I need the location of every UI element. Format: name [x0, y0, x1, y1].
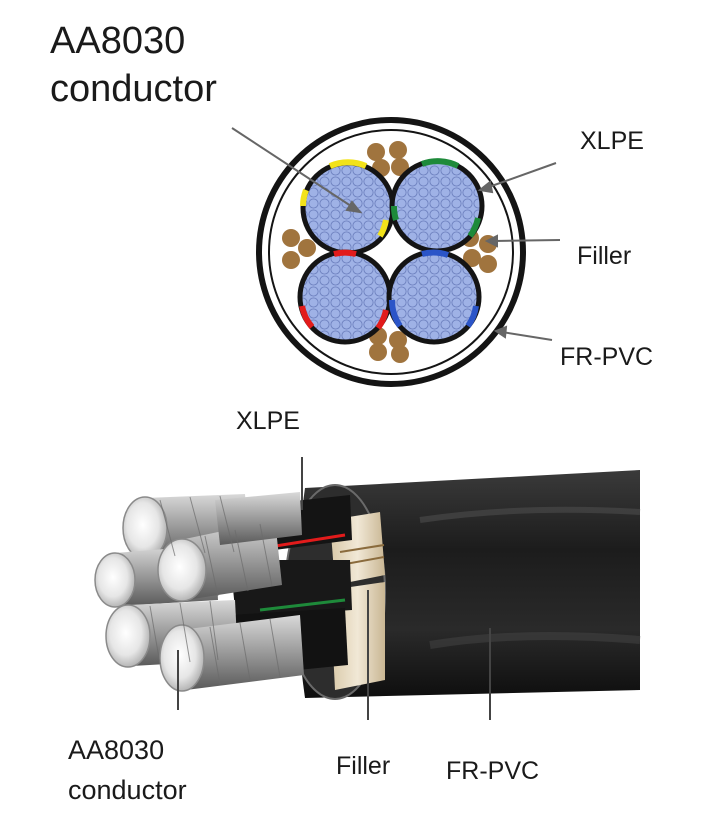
cable-photo	[94, 457, 641, 720]
aluminium-conductors	[94, 492, 304, 692]
bottom-filler-label: Filler	[336, 752, 391, 780]
top-filler-label: Filler	[577, 242, 632, 270]
bottom-conductor-label-line1: AA8030	[68, 735, 165, 765]
top-conductor-label-line1: AA8030	[50, 20, 186, 62]
top-leader-lines	[231, 127, 561, 341]
bottom-xlpe-label: XLPE	[236, 407, 300, 435]
core-top-right	[389, 158, 485, 254]
bottom-frpvc-label: FR-PVC	[446, 757, 540, 785]
cross-section	[231, 117, 561, 387]
core-bottom-left	[297, 249, 393, 345]
top-conductor-label-line2: conductor	[50, 68, 217, 110]
top-xlpe-label: XLPE	[580, 127, 644, 155]
top-frpvc-label: FR-PVC	[560, 343, 654, 371]
bottom-conductor-label-line2: conductor	[68, 775, 187, 805]
bottom-leader-lines	[177, 457, 491, 720]
core-bottom-right	[386, 249, 482, 345]
